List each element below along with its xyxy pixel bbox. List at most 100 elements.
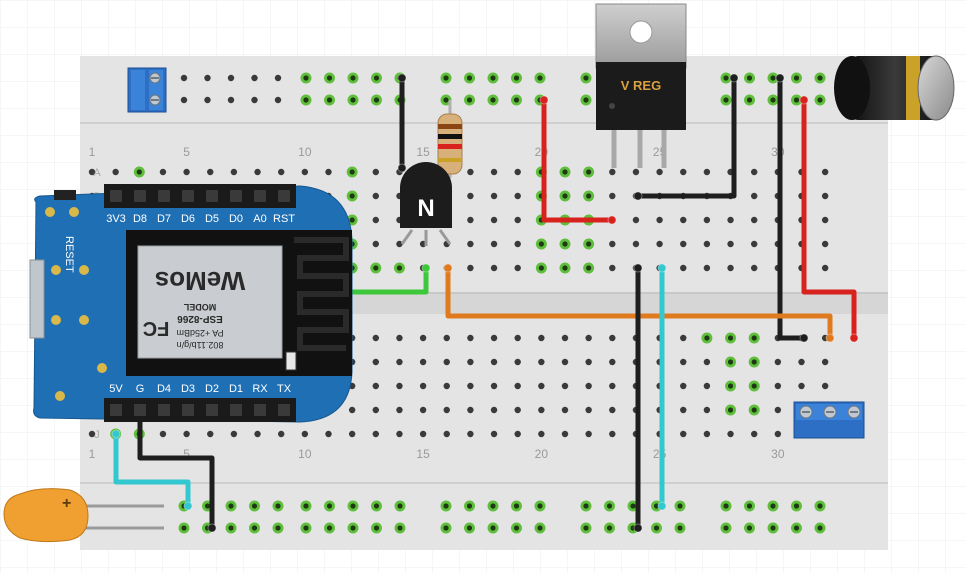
breadboard-hole[interactable] [419,358,427,366]
breadboard-hole[interactable] [703,430,711,438]
tantalum-capacitor[interactable]: + [3,488,164,543]
breadboard-hole[interactable] [372,192,379,200]
breadboard-hole[interactable] [609,168,616,176]
rail-hole[interactable] [274,74,282,82]
breadboard-hole[interactable] [467,216,474,224]
breadboard-hole[interactable] [680,406,687,414]
breadboard-hole[interactable] [490,406,498,414]
rail-hole[interactable] [180,96,188,104]
breadboard-hole[interactable] [561,430,569,438]
breadboard-hole[interactable] [538,382,545,390]
breadboard-hole[interactable] [443,382,450,390]
reset-button[interactable] [54,190,76,200]
breadboard-hole[interactable] [680,334,687,342]
breadboard-hole[interactable] [230,168,238,176]
breadboard-hole[interactable] [183,430,190,438]
wire-black-right-ground[interactable] [777,75,807,341]
breadboard-hole[interactable] [751,168,758,176]
breadboard-hole[interactable] [490,216,498,224]
breadboard-hole[interactable] [348,406,356,414]
breadboard-hole[interactable] [278,168,285,176]
electrolytic-capacitor[interactable] [834,55,955,121]
breadboard-hole[interactable] [88,430,96,438]
breadboard-hole[interactable] [680,358,687,366]
breadboard-hole[interactable] [751,240,758,248]
breadboard-hole[interactable] [396,382,403,390]
breadboard-hole[interactable] [751,192,758,200]
breadboard-hole[interactable] [632,216,640,224]
breadboard-hole[interactable] [609,406,616,414]
wire-black-reg-ground[interactable] [635,75,737,199]
breadboard-hole[interactable] [821,382,829,390]
breadboard-hole[interactable] [396,358,403,366]
breadboard-hole[interactable] [774,382,782,390]
breadboard-hole[interactable] [514,216,521,224]
terminal-block-top-left[interactable] [127,67,167,113]
breadboard-hole[interactable] [821,192,829,200]
breadboard-hole[interactable] [467,358,474,366]
breadboard-hole[interactable] [680,168,687,176]
breadboard-hole[interactable] [821,264,829,272]
breadboard-hole[interactable] [585,358,592,366]
breadboard-hole[interactable] [514,430,521,438]
breadboard-hole[interactable] [561,334,569,342]
rail-hole[interactable] [204,74,211,82]
breadboard-hole[interactable] [751,430,758,438]
breadboard-hole[interactable] [490,192,498,200]
breadboard-hole[interactable] [774,430,782,438]
breadboard-hole[interactable] [656,168,663,176]
breadboard-hole[interactable] [467,334,474,342]
breadboard-hole[interactable] [467,264,474,272]
breadboard-hole[interactable] [703,406,711,414]
breadboard-hole[interactable] [419,382,427,390]
breadboard-hole[interactable] [372,430,379,438]
breadboard-hole[interactable] [372,406,379,414]
breadboard-hole[interactable] [490,334,498,342]
breadboard-hole[interactable] [703,240,711,248]
breadboard-hole[interactable] [490,264,498,272]
breadboard-hole[interactable] [751,264,758,272]
breadboard-hole[interactable] [727,216,734,224]
breadboard-hole[interactable] [207,168,214,176]
breadboard-hole[interactable] [727,240,734,248]
breadboard-hole[interactable] [680,430,687,438]
breadboard-hole[interactable] [585,406,592,414]
wire-black-g[interactable] [137,407,215,531]
breadboard-hole[interactable] [727,264,734,272]
breadboard-hole[interactable] [419,406,427,414]
voltage-regulator[interactable]: V REG [595,3,687,168]
breadboard-hole[interactable] [561,382,569,390]
breadboard-hole[interactable] [325,430,332,438]
wire-red-right-power[interactable] [801,97,857,341]
breadboard-hole[interactable] [396,334,403,342]
npn-transistor[interactable]: N [400,162,452,246]
breadboard-hole[interactable] [585,334,592,342]
wire-red-reg-input[interactable] [541,97,615,223]
wemos-d1-mini[interactable]: RESET 802.11b/g/n PA +25dBm ESP-8266 MOD… [29,184,353,423]
breadboard-hole[interactable] [585,382,592,390]
breadboard-hole[interactable] [112,168,119,176]
breadboard-hole[interactable] [798,382,805,390]
rail-hole[interactable] [227,74,235,82]
breadboard-hole[interactable] [561,358,569,366]
breadboard-hole[interactable] [372,382,379,390]
breadboard-hole[interactable] [538,430,545,438]
breadboard-hole[interactable] [183,168,190,176]
resistor[interactable] [437,100,463,178]
breadboard-hole[interactable] [609,382,616,390]
breadboard-hole[interactable] [821,358,829,366]
breadboard-hole[interactable] [821,240,829,248]
breadboard-hole[interactable] [585,430,592,438]
breadboard-hole[interactable] [490,430,498,438]
breadboard-hole[interactable] [798,358,805,366]
breadboard-hole[interactable] [443,406,450,414]
breadboard-hole[interactable] [514,358,521,366]
breadboard-hole[interactable] [467,382,474,390]
breadboard-hole[interactable] [443,430,450,438]
breadboard-hole[interactable] [609,430,616,438]
breadboard-hole[interactable] [467,240,474,248]
breadboard-hole[interactable] [372,216,379,224]
breadboard-hole[interactable] [348,430,356,438]
rail-hole[interactable] [251,96,258,104]
breadboard-hole[interactable] [703,264,711,272]
